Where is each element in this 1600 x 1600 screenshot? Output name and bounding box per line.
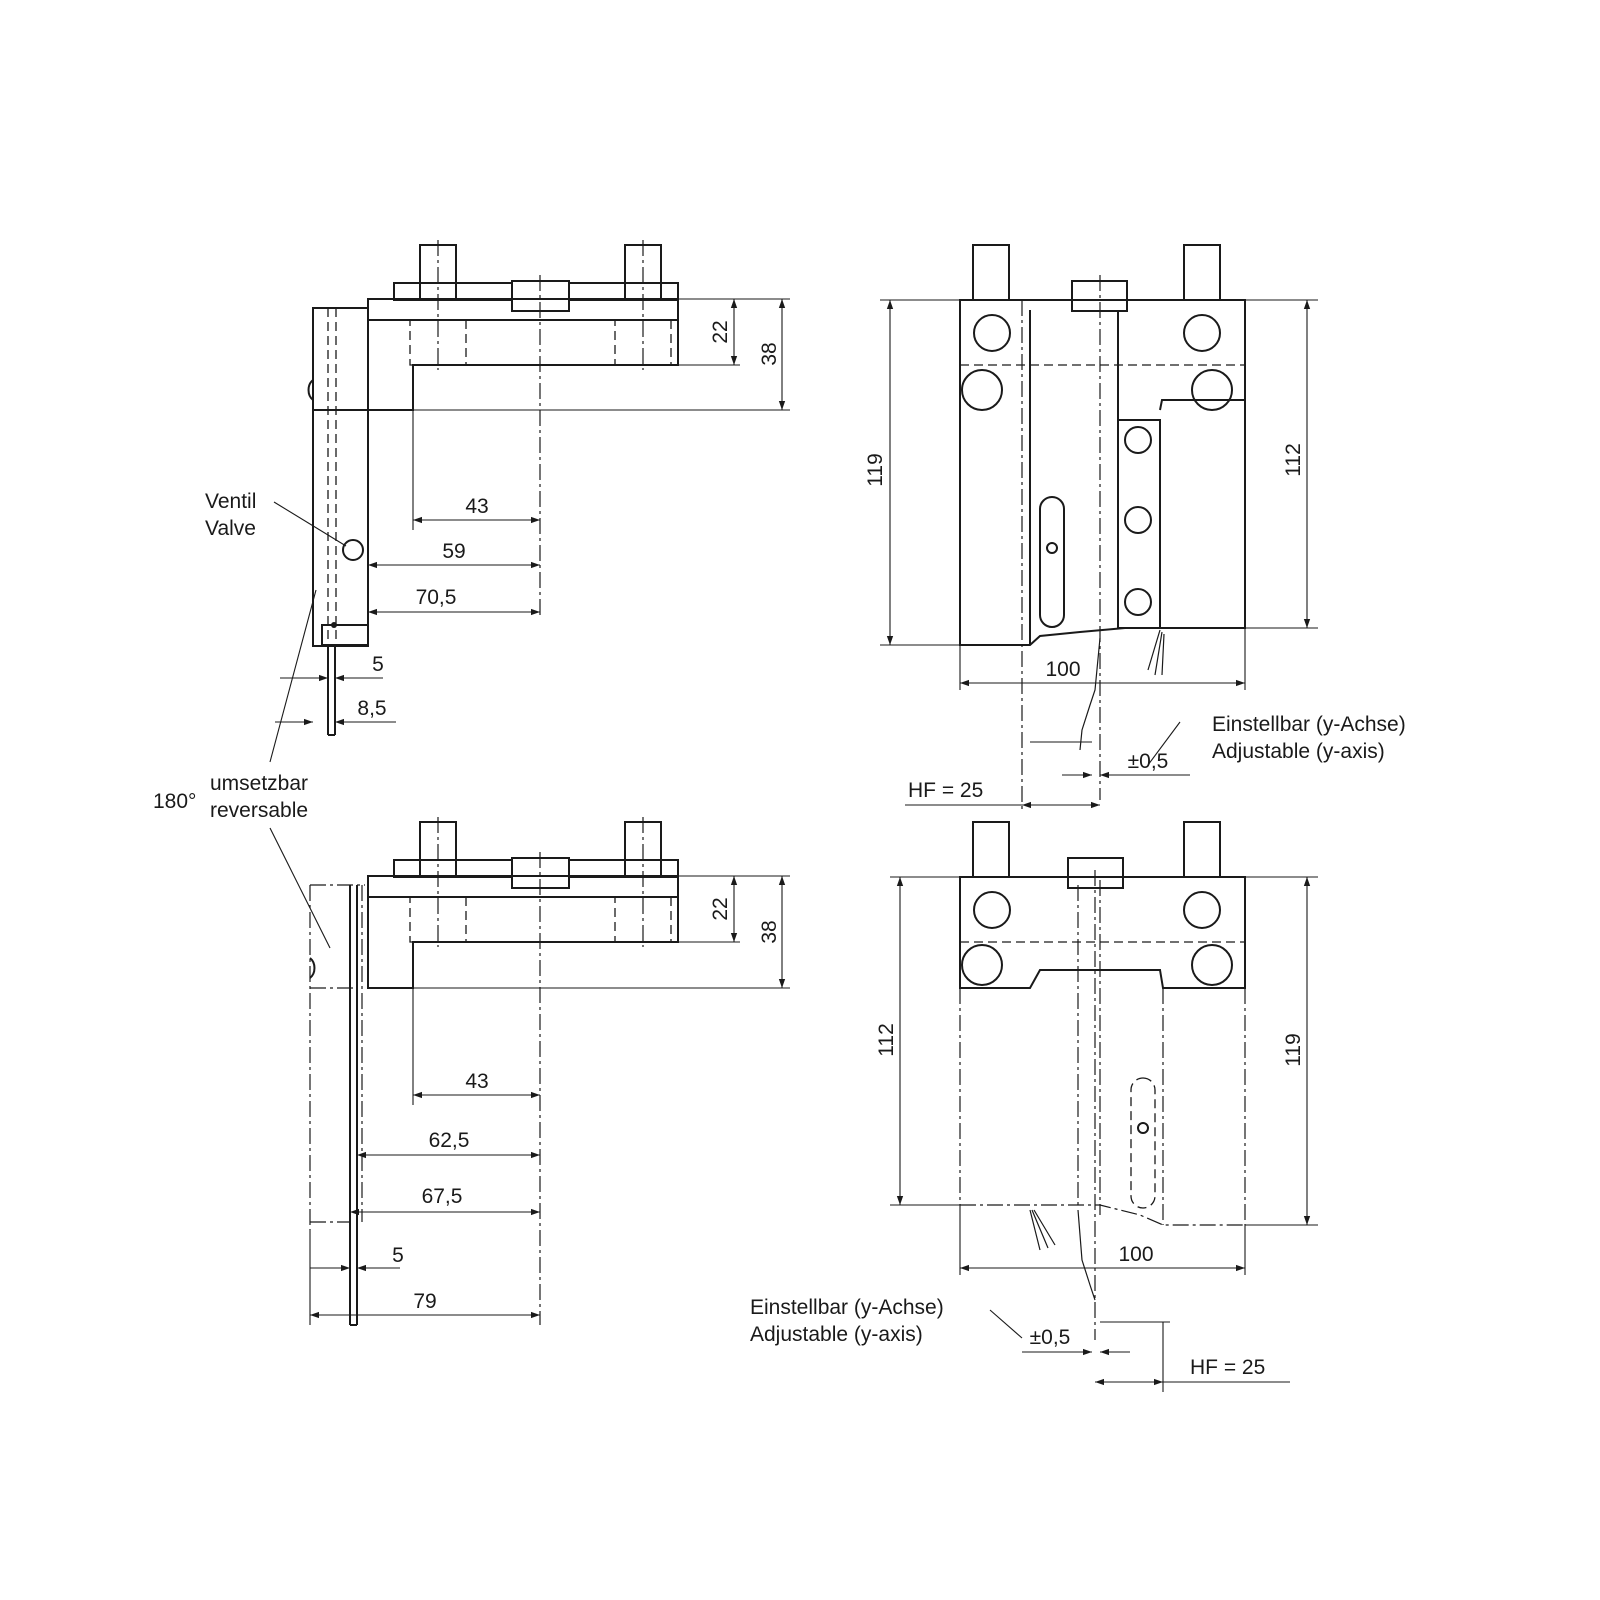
adjustable-label-en-b: Adjustable (y-axis) — [750, 1323, 923, 1346]
dim-22-b: 22 — [709, 897, 732, 920]
view-top-right: 119 112 100 ±0,5 HF = 25 Einstellbar (y-… — [864, 244, 1406, 810]
dim-43-b: 43 — [465, 1070, 488, 1093]
front-body — [959, 299, 1246, 646]
rotate-angle-label: 180° — [153, 790, 196, 813]
hidden-pin-right — [614, 319, 672, 366]
reversible-label-de: umsetzbar — [210, 772, 308, 795]
hf-label-b: HF = 25 — [1190, 1356, 1265, 1379]
adjustable-label-de: Einstellbar (y-Achse) — [1212, 713, 1406, 736]
dim-70-5: 70,5 — [416, 586, 457, 609]
hidden-pin-left — [409, 319, 467, 366]
dim-100: 100 — [1045, 658, 1080, 681]
dim-100-b: 100 — [1118, 1243, 1153, 1266]
dim-112: 112 — [1282, 443, 1305, 476]
bolt-icon — [973, 314, 1011, 352]
knob-icon — [307, 379, 314, 401]
adjustable-label-de-b: Einstellbar (y-Achse) — [750, 1296, 944, 1319]
dim-112-b: 112 — [875, 1023, 898, 1056]
dim-38: 38 — [758, 342, 781, 365]
dim-67-5: 67,5 — [422, 1185, 463, 1208]
adjustable-label-en: Adjustable (y-axis) — [1212, 740, 1385, 763]
view-bottom-right: 112 119 100 ±0,5 HF = 25 Einstellbar (y-… — [750, 821, 1318, 1392]
dim-22: 22 — [709, 320, 732, 343]
dim-79: 79 — [413, 1290, 436, 1313]
dim-62-5: 62,5 — [429, 1129, 470, 1152]
hf-label: HF = 25 — [908, 779, 983, 802]
reversible-label-en: reversable — [210, 799, 308, 822]
valve-label-en: Valve — [205, 517, 256, 540]
view-bottom-left: 22 38 43 62,5 67,5 5 79 — [309, 817, 790, 1326]
view-top-left: 22 38 43 59 70,5 5 8,5 Ventil Valve — [205, 240, 790, 763]
tolerance-label-b: ±0,5 — [1030, 1326, 1071, 1349]
tolerance-label: ±0,5 — [1128, 750, 1169, 773]
dim-43: 43 — [465, 495, 488, 518]
vertical-mount — [312, 307, 369, 647]
valve-label-de: Ventil — [205, 490, 256, 513]
dim-119-b: 119 — [1282, 1033, 1305, 1066]
dim-38-b: 38 — [758, 920, 781, 943]
dim-119: 119 — [864, 453, 887, 486]
dim-5-b: 5 — [392, 1244, 404, 1267]
dim-5: 5 — [372, 653, 384, 676]
dim-8-5: 8,5 — [357, 697, 386, 720]
valve-icon — [342, 539, 364, 561]
dim-59: 59 — [442, 540, 465, 563]
slot-icon — [1039, 496, 1065, 628]
